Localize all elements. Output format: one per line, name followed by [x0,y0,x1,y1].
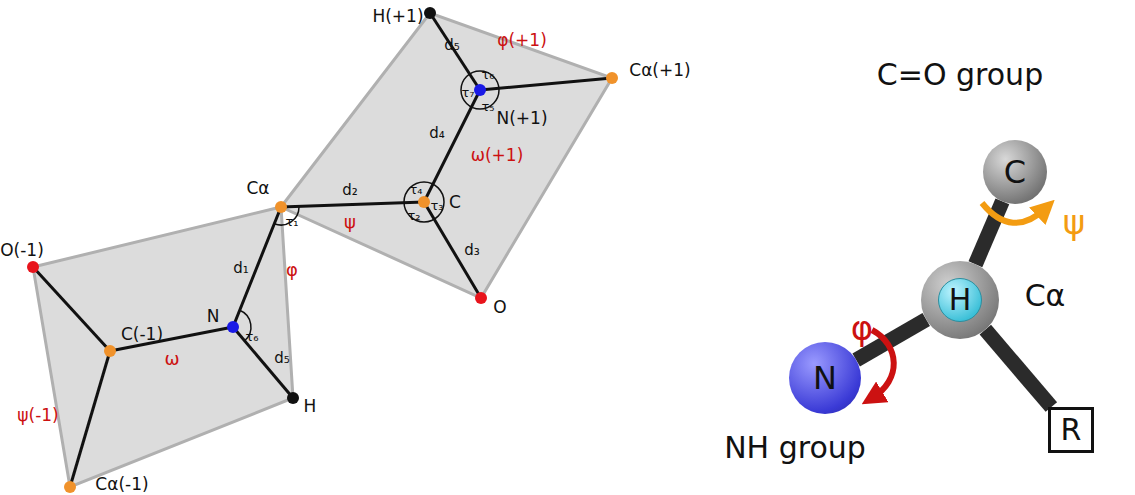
angle-arcs [240,71,499,341]
atom-label: O(-1) [0,242,44,259]
atom-label: d₅ [444,38,460,53]
atom-label: Cα [246,180,269,197]
atom-label: N [207,308,220,325]
side-chain-box: R [1048,407,1094,453]
psi-rotation-arrow [982,203,1046,223]
atom-label: N(+1) [496,110,547,127]
atom-label: d₄ [429,126,445,141]
atom-label: τ₆ [481,68,494,81]
nitrogen-atom: NNH group [789,342,861,414]
atom-label: H [304,398,317,415]
atom-label: φ [851,311,873,345]
atom-label: d₁ [233,261,249,276]
peptide-plane [33,207,293,487]
peptide-plane [281,13,612,298]
atom-label: d₂ [342,183,358,198]
atom-label: τ₄ [409,183,422,196]
atom-label: τ₇ [461,86,474,99]
atom-dots [27,7,618,493]
atom-label: τ₅ [481,100,494,113]
atom-label: τ₆ [245,330,258,343]
group-heading: Cα [1025,281,1066,311]
atom-label: τ₃ [430,199,443,212]
bond-lines [33,13,612,487]
bond-connector [985,330,1051,407]
atom-symbol: H [938,278,982,322]
atom-label: ω(+1) [471,147,524,164]
atom-label: C(-1) [121,326,163,343]
atom-label: φ [286,261,298,279]
atom-label: τ₁ [285,215,298,228]
atom-label: H(+1) [372,8,423,25]
group-heading: C=O group [877,60,1043,90]
group-heading: NH group [724,433,866,463]
carbon-atom: CC=O group [983,140,1047,204]
atom-label: ψ [1063,205,1085,239]
atom-label: φ(+1) [497,32,547,49]
atom-label: ψ(-1) [17,407,58,424]
atom-symbol: N [813,362,837,394]
atom-label: O [493,299,506,316]
phi-rotation-arrow [872,330,894,398]
atom-label: ψ [344,213,356,231]
atom-label: Cα(+1) [629,62,690,79]
atom-label: d₅ [274,351,290,366]
atom-symbol: C [1004,156,1026,188]
atom-label: Cα(-1) [95,476,148,493]
atom-label: τ₂ [407,209,420,222]
atom-label: d₃ [464,243,480,258]
atom-label: C [449,194,461,211]
atom-label: ω [164,350,179,368]
atom-symbol: R [1061,415,1082,445]
calpha-atom: HCα [921,261,999,339]
